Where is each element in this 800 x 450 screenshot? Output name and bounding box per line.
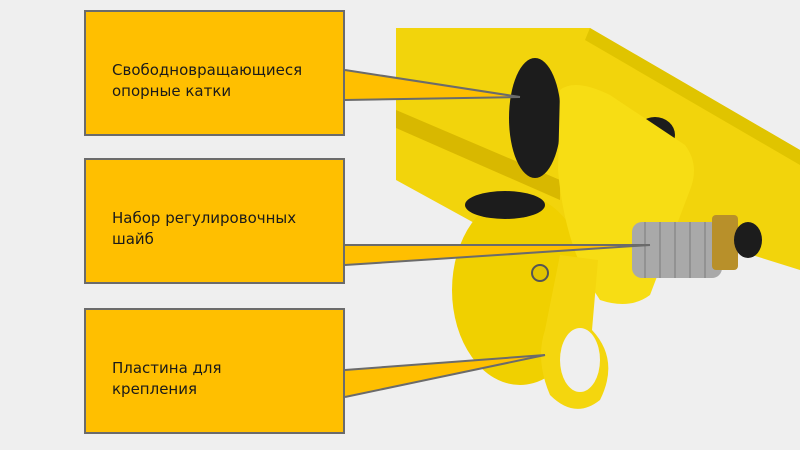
beam-flange [396, 110, 560, 200]
castle-nut [712, 215, 738, 270]
mounting-hole [560, 328, 600, 392]
callout-line: шайб [112, 230, 154, 248]
callout-line: Пластина для [112, 359, 222, 377]
callout-line: Свободновращающиеся [112, 61, 303, 79]
callout-line: Набор регулировочных [112, 209, 297, 227]
beam-top-flange [585, 28, 800, 165]
wheel-icon [465, 191, 545, 219]
callout-line: крепления [112, 380, 198, 398]
callout-line: опорные катки [112, 82, 232, 100]
wheel-icon [509, 58, 561, 178]
washer-stack [632, 222, 722, 278]
end-cap [734, 222, 762, 258]
callout-washers: Набор регулировочных шайб [84, 158, 345, 284]
callout-rollers: Свободновращающиеся опорные катки [84, 10, 345, 136]
callout-plate: Пластина для крепления [84, 308, 345, 434]
bolt-icon [531, 264, 549, 282]
